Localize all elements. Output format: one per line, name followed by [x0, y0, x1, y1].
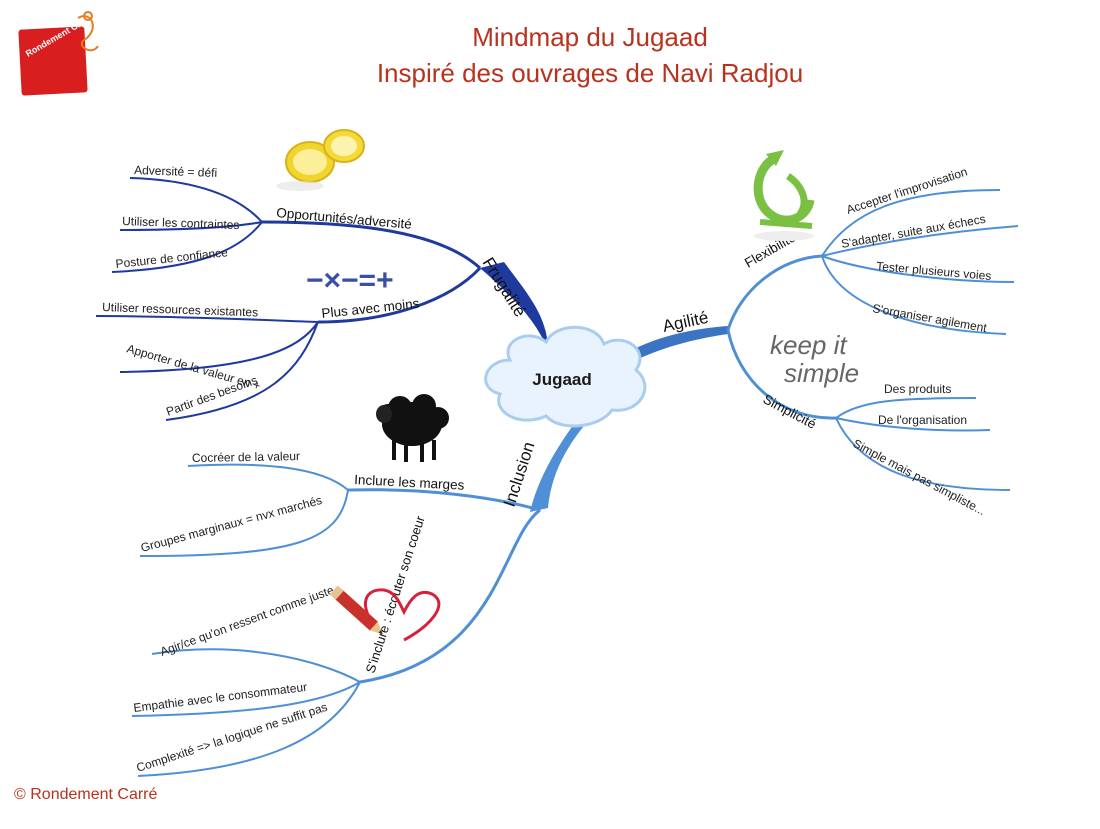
- leaf-simple-pas-simpliste: Simple mais pas simpliste...: [851, 436, 988, 518]
- leaf-empathie: Empathie avec le consommateur: [133, 680, 308, 715]
- leaf-utiliser-ressources: Utiliser ressources existantes: [102, 300, 258, 319]
- leaf-de-organisation: De l'organisation: [878, 413, 967, 427]
- sub-label-opportunites: Opportunités/adversité: [276, 205, 413, 232]
- leaf-utiliser-contraintes: Utiliser les contraintes: [122, 214, 240, 232]
- inclusion-branch: [530, 408, 596, 512]
- leaf-cocreer-valeur: Cocréer de la valeur: [192, 449, 300, 465]
- pencil-heart-icon: [329, 585, 441, 642]
- recycle-icon: [753, 150, 815, 241]
- branch-label-inclusion: Inclusion: [500, 440, 539, 510]
- leaf-sorganiser: S'organiser agilement: [871, 301, 988, 335]
- black-sheep-icon: [376, 394, 449, 462]
- lemon-icon: [276, 129, 365, 191]
- flexibilite-branch: [726, 254, 823, 331]
- plus-avec-moins-branch: [317, 266, 482, 324]
- page-title-line1: Mindmap du Jugaad: [472, 22, 708, 52]
- leaf-agir-ressent: Agir/ce qu'on ressent comme juste: [158, 583, 336, 659]
- logo: Rondement Carré: [18, 11, 99, 96]
- leaf-adversite-defi: Adversité = défi: [134, 163, 217, 180]
- leaf-des-produits: Des produits: [884, 382, 951, 396]
- svg-text:simple: simple: [784, 358, 859, 388]
- central-cloud: Jugaad: [484, 325, 647, 428]
- agilite-branch: [628, 326, 728, 362]
- opportunites-branch: [261, 220, 482, 270]
- leaf-posture-confiance: Posture de confiance: [115, 245, 229, 271]
- leaf-accepter-improvisation: Accepter l'improvisation: [845, 164, 969, 216]
- keep-it-simple-icon: keep it simple: [770, 330, 859, 388]
- central-topic: Jugaad: [532, 370, 592, 389]
- inclure-marges-branch: [347, 488, 541, 512]
- copyright-notice: © Rondement Carré: [14, 786, 158, 803]
- frugalite-branch: [480, 262, 548, 350]
- math-signs-icon: −×−=+: [306, 264, 394, 297]
- sinclure-branch: [359, 508, 541, 684]
- leaf-groupes-marginaux: Groupes marginaux = nvx marchés: [139, 493, 323, 555]
- svg-text:keep it: keep it: [770, 330, 848, 360]
- sub-label-simplicite: Simplicité: [761, 391, 819, 431]
- leaf-tester-voies: Tester plusieurs voies: [876, 259, 992, 283]
- page-title-line2: Inspiré des ouvrages de Navi Radjou: [376, 58, 804, 88]
- sub-label-inclure-marges: Inclure les marges: [354, 472, 465, 493]
- simplicite-branch: [726, 329, 837, 420]
